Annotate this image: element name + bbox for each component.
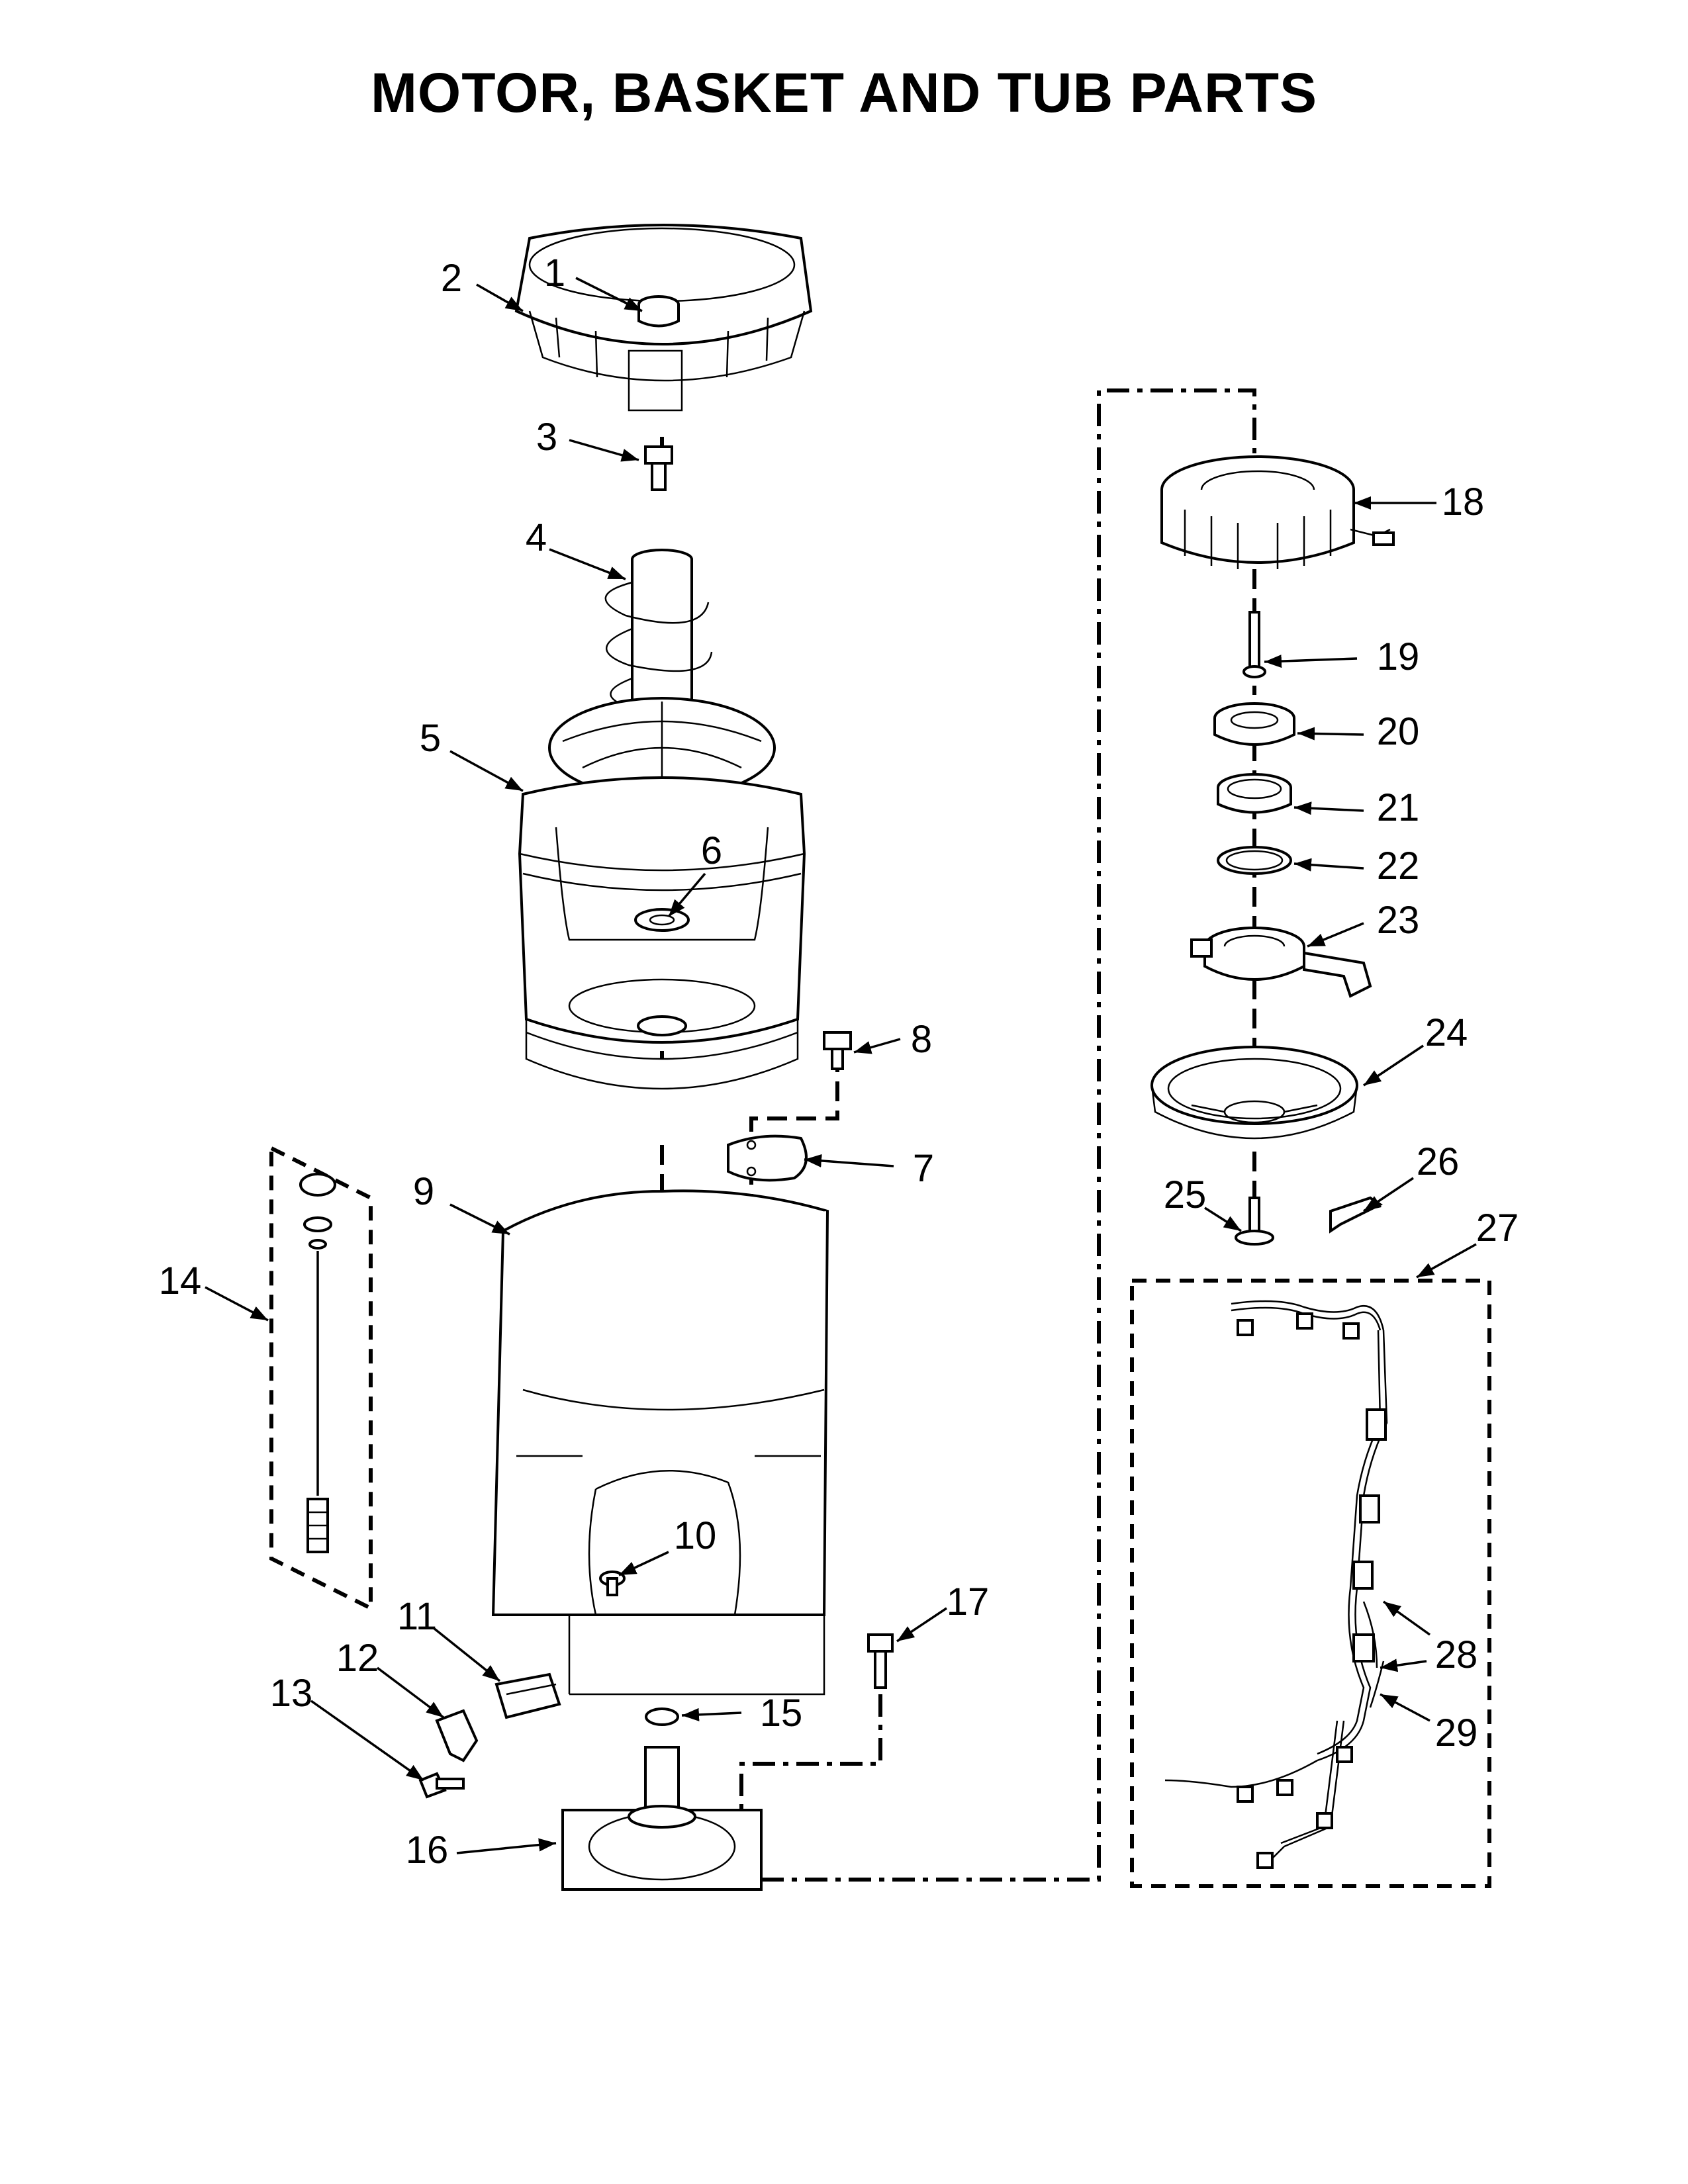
part-25-shaft — [1235, 1197, 1274, 1246]
part-11-heater — [494, 1672, 561, 1719]
part-6-drive-hub — [634, 908, 690, 1036]
part-23-shifter — [1190, 927, 1372, 998]
part-7-plate — [727, 1134, 808, 1182]
callout-3: 3 — [536, 416, 557, 459]
callout-18: 18 — [1442, 480, 1485, 523]
part-27-kit-box — [1130, 1279, 1491, 1888]
callout-10: 10 — [674, 1514, 717, 1557]
callout-27: 27 — [1476, 1206, 1519, 1250]
callout-7: 7 — [913, 1147, 934, 1190]
part-14-suspension-rod — [299, 1173, 336, 1553]
callout-11: 11 — [397, 1595, 437, 1638]
callout-15: 15 — [760, 1692, 803, 1735]
callout-26: 26 — [1417, 1140, 1460, 1183]
callout-13: 13 — [270, 1672, 313, 1715]
callout-5: 5 — [420, 717, 441, 760]
part-18-stator — [1160, 455, 1395, 569]
callout-20: 20 — [1377, 710, 1420, 753]
part-2-hub-cover — [514, 224, 813, 412]
callout-17: 17 — [947, 1580, 990, 1623]
part-20-bearing — [1213, 702, 1295, 746]
part-21-ring — [1217, 773, 1292, 814]
part-26-bracket — [1329, 1196, 1383, 1234]
part-3-bolt — [644, 445, 673, 491]
part-16-gearcase-base — [561, 1746, 763, 1891]
assembly-connection-lines — [660, 388, 1256, 1882]
part-4-auger — [604, 549, 713, 709]
diagram-title: MOTOR, BASKET AND TUB PARTS — [370, 62, 1318, 124]
part-9-outer-tub — [491, 1189, 829, 1696]
callout-4: 4 — [526, 516, 547, 559]
part-17-bolt — [867, 1633, 894, 1689]
callout-9: 9 — [413, 1170, 434, 1213]
callout-1: 1 — [544, 251, 565, 295]
part-27-wire-harness — [1164, 1300, 1388, 1869]
part-15-ring — [645, 1707, 679, 1726]
callout-28: 28 — [1435, 1633, 1478, 1676]
callout-25: 25 — [1164, 1173, 1207, 1216]
part-14-kit-box — [269, 1145, 373, 1612]
part-24-rotor — [1150, 1046, 1358, 1140]
callout-leaders — [205, 277, 1477, 1854]
part-22-o-ring — [1217, 846, 1292, 875]
callout-22: 22 — [1377, 844, 1420, 887]
callout-29: 29 — [1435, 1711, 1478, 1754]
callout-8: 8 — [911, 1018, 932, 1061]
part-13-screw — [418, 1772, 465, 1799]
part-10-drain-plug — [599, 1570, 626, 1596]
callout-12: 12 — [336, 1637, 379, 1680]
part-8-screw — [823, 1031, 852, 1070]
part-12-clip — [435, 1709, 479, 1762]
callout-21: 21 — [1377, 786, 1420, 829]
callout-19: 19 — [1377, 635, 1420, 678]
part-19-bolt — [1243, 611, 1266, 678]
part-1-agitator-cap — [637, 295, 680, 328]
callout-labels: 1 2 3 4 5 6 7 8 9 10 11 12 13 14 15 16 1… — [159, 251, 1519, 1872]
callout-16: 16 — [406, 1829, 449, 1872]
part-28-harness-branch — [1362, 1601, 1378, 1668]
callout-2: 2 — [441, 257, 462, 300]
callout-23: 23 — [1377, 899, 1420, 942]
callout-6: 6 — [701, 829, 722, 872]
callout-14: 14 — [159, 1259, 202, 1302]
callout-24: 24 — [1425, 1011, 1468, 1054]
